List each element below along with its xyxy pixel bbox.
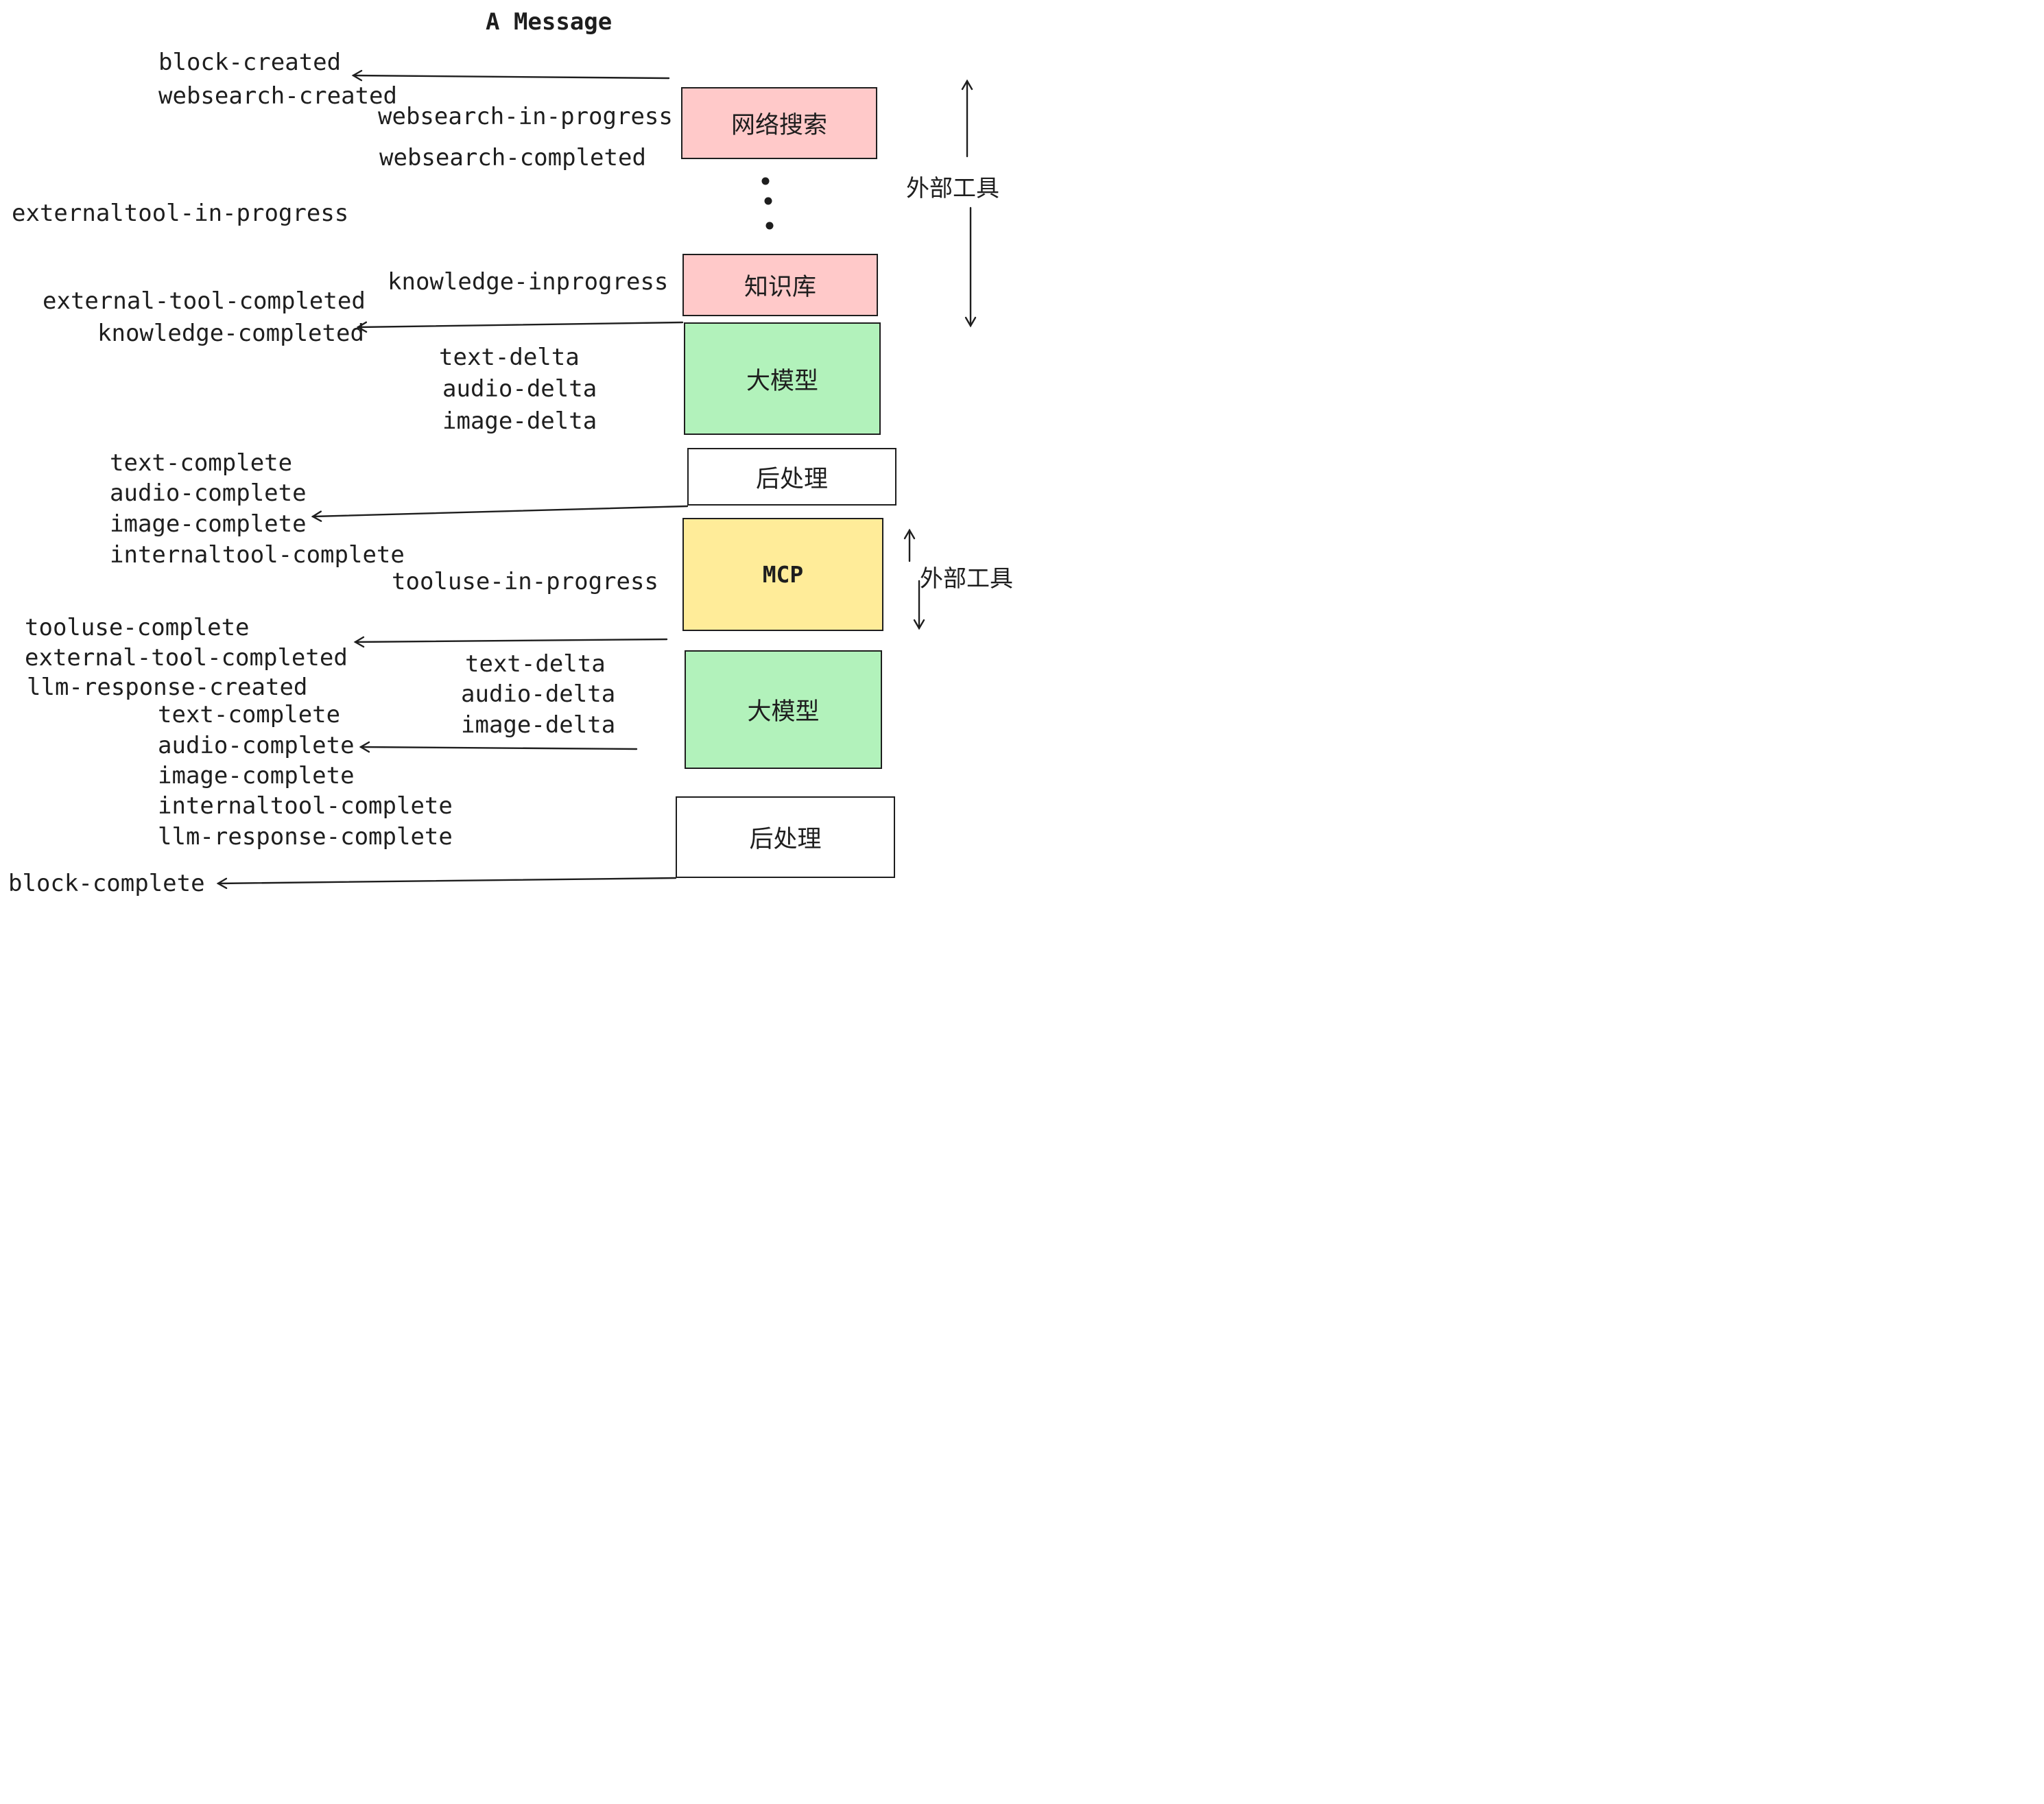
event-label-text-delta-2: text-delta	[465, 650, 606, 678]
diagram-title: A Message	[486, 8, 613, 36]
event-label-websearch-created: websearch-created	[158, 82, 397, 110]
event-label-text-complete-2: text-complete	[158, 701, 341, 728]
external-tools-label-top: 外部工具	[906, 175, 999, 202]
event-label-tooluse-in-progress: tooluse-in-progress	[392, 568, 658, 595]
event-label-externaltool-in-progress: externaltool-in-progress	[12, 200, 349, 227]
event-label-llm-response-created: llm-response-created	[27, 674, 308, 701]
external-tools-label-middle: 外部工具	[920, 565, 1013, 593]
event-label-audio-complete-1: audio-complete	[110, 479, 307, 507]
post-processing-box-2-label: 后处理	[749, 826, 822, 853]
arrow-llm1-to-knowledge-completed	[356, 321, 684, 333]
event-label-websearch-in-progress: websearch-in-progress	[378, 103, 673, 130]
knowledge-base-box-label: 知识库	[744, 274, 816, 301]
event-label-internaltool-complete-1: internaltool-complete	[110, 541, 405, 569]
post-processing-box-2: 后处理	[676, 796, 895, 878]
event-label-block-complete: block-complete	[8, 870, 205, 897]
event-label-image-complete-2: image-complete	[158, 762, 355, 790]
post-processing-box-1: 后处理	[687, 448, 896, 506]
llm-box-2-label: 大模型	[747, 698, 820, 726]
event-label-external-tool-completed-2: external-tool-completed	[25, 644, 348, 672]
arrow-post1-to-image-complete	[311, 505, 689, 522]
event-label-tooluse-complete: tooluse-complete	[25, 614, 250, 641]
knowledge-base-box: 知识库	[682, 254, 878, 316]
event-label-image-complete-1: image-complete	[110, 510, 307, 538]
arrow-post2-to-block-complete	[216, 877, 677, 890]
llm-box-1-label: 大模型	[746, 367, 818, 395]
event-label-knowledge-inprogress: knowledge-inprogress	[388, 268, 669, 296]
event-label-image-delta-1: image-delta	[442, 407, 597, 435]
arrow-websearch-to-block-created	[351, 69, 670, 82]
event-label-text-complete-1: text-complete	[110, 449, 293, 477]
websearch-box-label: 网络搜索	[730, 112, 827, 139]
websearch-box: 网络搜索	[681, 87, 877, 159]
arrow-llm2-to-audio-complete	[359, 741, 638, 753]
event-label-audio-delta-1: audio-delta	[442, 375, 597, 403]
event-label-audio-delta-2: audio-delta	[461, 680, 616, 708]
event-label-websearch-completed: websearch-completed	[379, 144, 646, 171]
mcp-box: MCP	[682, 518, 883, 631]
mcp-box-label: MCP	[762, 561, 804, 588]
event-label-block-created: block-created	[158, 49, 342, 76]
llm-box-1: 大模型	[684, 322, 881, 435]
post-processing-box-1-label: 后处理	[755, 465, 828, 493]
llm-box-2: 大模型	[685, 650, 882, 769]
event-label-external-tool-completed-1: external-tool-completed	[43, 287, 366, 315]
event-label-internaltool-complete-2: internaltool-complete	[158, 792, 453, 820]
vertical-ellipsis-dots	[761, 177, 774, 230]
event-label-text-delta-1: text-delta	[439, 344, 580, 371]
event-label-llm-response-complete: llm-response-complete	[158, 823, 453, 851]
event-label-image-delta-2: image-delta	[461, 711, 616, 739]
event-label-audio-complete-2: audio-complete	[158, 732, 355, 759]
event-label-knowledge-completed: knowledge-completed	[97, 320, 364, 347]
flow-diagram: A Message 网络搜索 知识库 大模型 后处理 MCP 大模型 后处理 外…	[0, 0, 1022, 902]
arrow-mcp-to-tooluse-complete	[353, 636, 668, 648]
